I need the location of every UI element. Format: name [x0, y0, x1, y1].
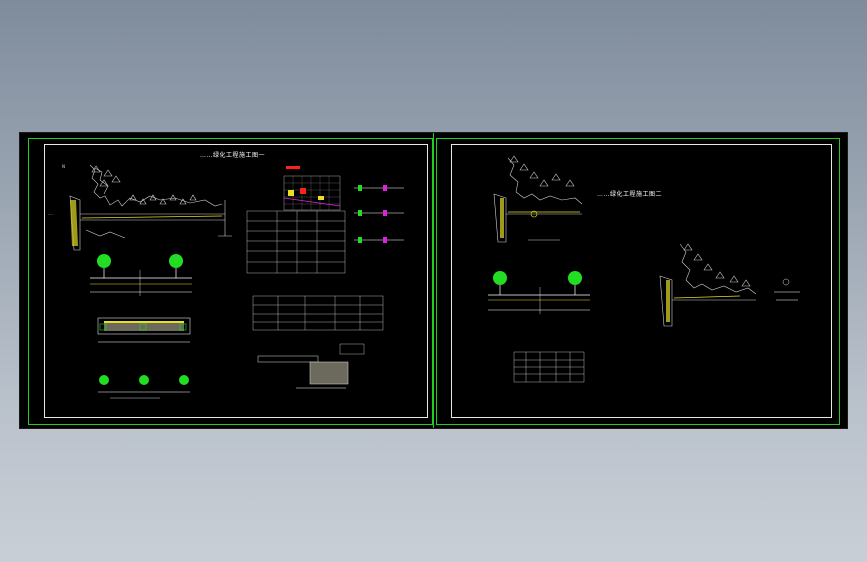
- tree-section-left: [90, 254, 192, 296]
- sheet-divider: [433, 133, 434, 428]
- site-plan-left-road-yellow: [70, 200, 78, 246]
- planting-strip-plan-left: [97, 317, 191, 343]
- north-marker-left: N: [62, 164, 65, 169]
- right-sheet-inner-frame: [451, 144, 832, 418]
- plant-table-bottom: [252, 295, 384, 331]
- shrub-row-left: [98, 375, 190, 399]
- site-plan-right-mid-road-yellow: [666, 280, 670, 322]
- tree-section-right: [488, 271, 590, 314]
- right-sheet-title: ……绿化工程施工图二: [597, 191, 663, 198]
- plant-table-left: [246, 210, 346, 274]
- left-sheet-inner-frame: [44, 144, 428, 418]
- site-plan-left-planting-line: [81, 215, 223, 219]
- left-sheet-title: ……绿化工程施工图一: [200, 152, 266, 159]
- right-sheet-outer-frame: [436, 138, 840, 425]
- bottom-table-right: [513, 351, 585, 383]
- plan-label-left: ·····: [48, 213, 54, 217]
- site-plan-right-top-marker: [530, 210, 538, 218]
- left-sheet-outer-frame: [28, 138, 433, 425]
- site-plan-right-mid-planting-line: [673, 295, 741, 299]
- plant-legend-grid: [283, 166, 341, 211]
- site-plan-right-mid: [659, 243, 757, 327]
- detail-right-small: [774, 278, 800, 301]
- curb-section-detail: [257, 343, 365, 389]
- site-plan-left: [69, 164, 232, 251]
- site-plan-right-top: [493, 155, 583, 243]
- site-plan-right-top-road-yellow: [500, 198, 504, 238]
- section-details-right-column: [354, 185, 404, 243]
